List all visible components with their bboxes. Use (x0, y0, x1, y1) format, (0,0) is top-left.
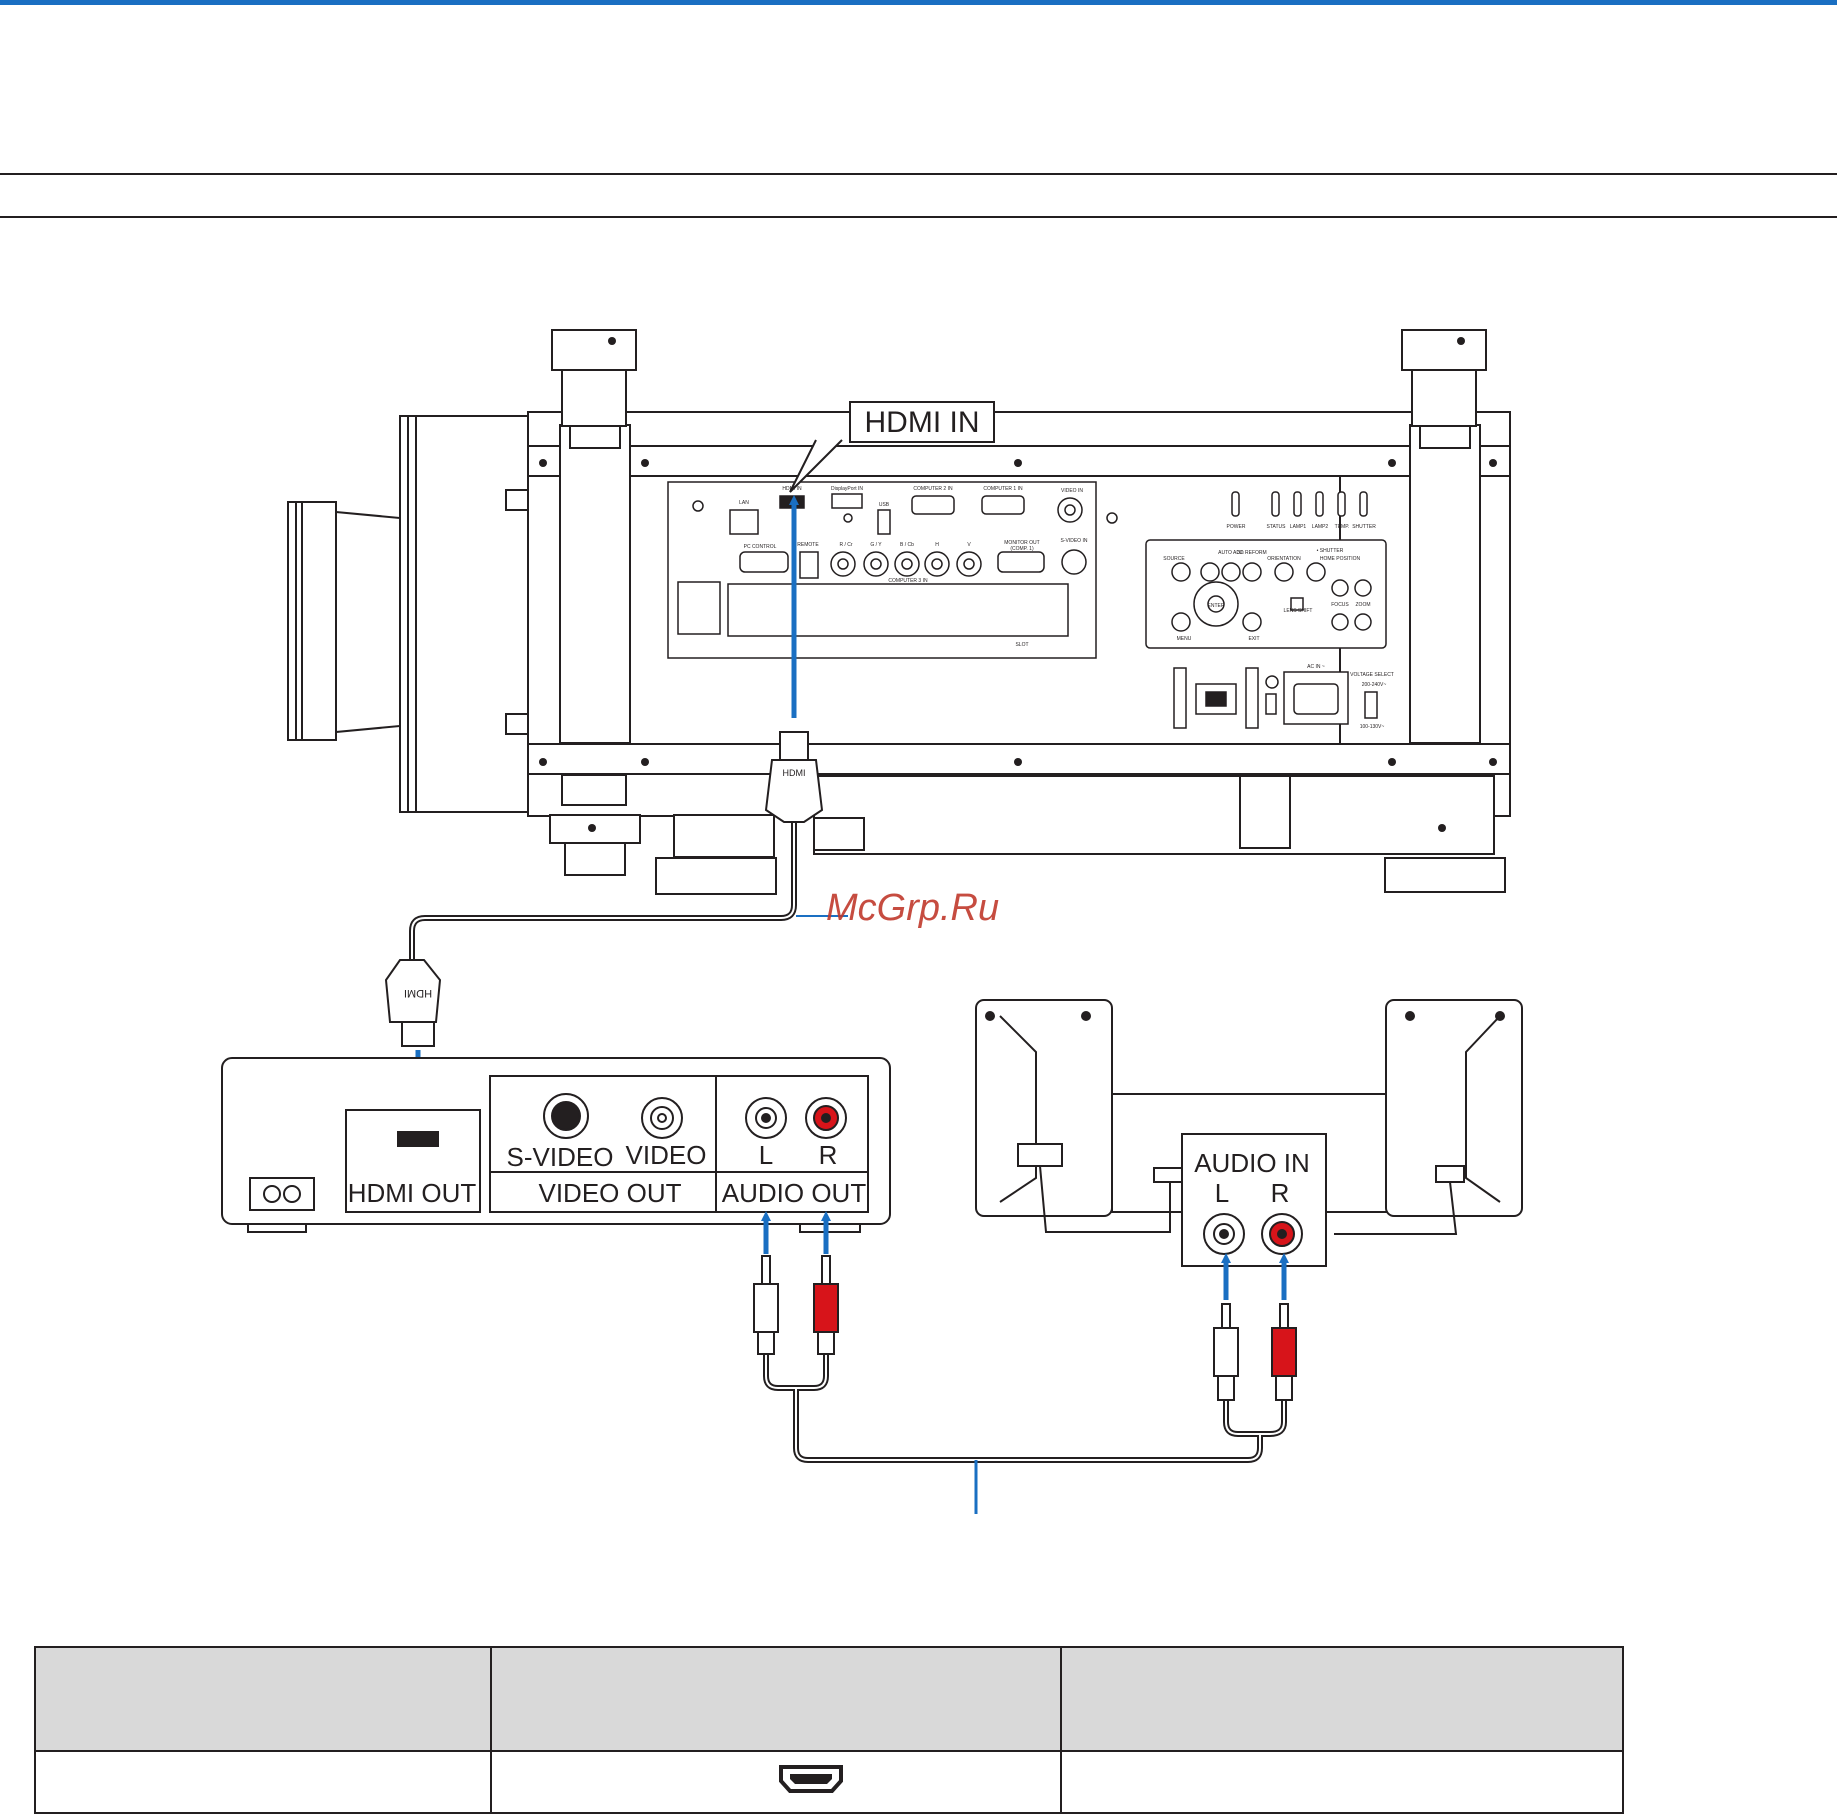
panel-label-focus: FOCUS (1331, 602, 1349, 608)
panel-label-menu: MENU (1177, 636, 1192, 642)
panel-label-computer1-in: COMPUTER 1 IN (983, 486, 1023, 492)
source-device (221, 1057, 891, 1233)
audio-out-label: AUDIO OUT (722, 1178, 867, 1208)
panel-label-zoom: ZOOM (1356, 602, 1371, 608)
panel-label-hdmi-in: HDMI IN (782, 486, 802, 492)
audio-in-label: AUDIO IN (1194, 1148, 1310, 1178)
panel-label-v-200: 200-240V~ (1362, 682, 1387, 688)
top-accent-bar (0, 0, 1837, 5)
table-header-row (34, 1646, 1624, 1752)
panel-label-lamp2: LAMP2 (1312, 524, 1329, 530)
panel-label-s-video-in: S-VIDEO IN (1061, 538, 1088, 544)
projector-lens (287, 415, 531, 813)
panel-label-b-cb: B / Cb (900, 542, 914, 548)
panel-label-ac-in: AC IN ~ (1307, 664, 1325, 670)
top-left-foot (551, 329, 637, 449)
panel-label-shutter-home: • SHUTTER (1317, 548, 1344, 554)
audio-in-l-label: L (1215, 1178, 1229, 1208)
watermark-text: McGrp.Ru (826, 887, 999, 929)
panel-label-source: SOURCE (1163, 556, 1185, 562)
table-row (34, 1750, 1624, 1814)
panel-label-remote: REMOTE (797, 542, 819, 548)
panel-label-voltage-select: VOLTAGE SELECT (1350, 672, 1394, 678)
top-right-foot (1401, 329, 1487, 449)
panel-label-g-y: G / Y (870, 542, 882, 548)
hdmi-in-callout: HDMI IN (789, 401, 995, 493)
audio-out-r-label: R (819, 1140, 838, 1170)
divider-rule-bottom (0, 216, 1837, 218)
table-header-cell-1 (34, 1646, 492, 1752)
audio-in-r-label: R (1271, 1178, 1290, 1208)
panel-label-monitor-out: MONITOR OUT (1004, 540, 1039, 546)
hdmi-out-label: HDMI OUT (348, 1178, 477, 1208)
panel-label-computer2-in: COMPUTER 2 IN (913, 486, 953, 492)
divider-rule-top (0, 173, 1837, 175)
control-panel (1145, 491, 1387, 729)
panel-label-lens-shift: LENS SHIFT (1284, 608, 1313, 614)
s-video-label: S-VIDEO (507, 1142, 614, 1172)
panel-label-r-cr: R / Cr (839, 542, 852, 548)
video-label: VIDEO (626, 1140, 707, 1170)
hdmi-port-icon (779, 1765, 843, 1793)
table-header-cell-2 (490, 1646, 1062, 1752)
hdmi-plug-top-label: HDMI (783, 768, 806, 778)
audio-cable (753, 1255, 1297, 1463)
panel-label-enter: ENTER (1208, 603, 1225, 609)
panel-label-slot: SLOT (1015, 642, 1028, 648)
panel-label-orientation: ORIENTATION (1267, 556, 1301, 562)
panel-label-displayport-in: DisplayPort IN (831, 486, 863, 492)
panel-label-usb: USB (879, 502, 890, 508)
panel-label-h: H (935, 542, 939, 548)
table-cell-3 (1060, 1750, 1624, 1814)
video-out-label: VIDEO OUT (538, 1178, 681, 1208)
panel-label-video-in: VIDEO IN (1061, 488, 1083, 494)
hdmi-in-callout-label: HDMI IN (865, 406, 980, 439)
hdmi-cable: HDMI HDMI (384, 731, 824, 1047)
table-cell-2 (490, 1750, 1062, 1814)
panel-label-auto-adj: AUTO ADJ. (1218, 550, 1244, 556)
hdmi-plug-bottom-label: HDMI (404, 987, 432, 999)
connection-table (34, 1646, 1624, 1814)
panel-label-temp: TEMP. (1335, 524, 1350, 530)
panel-label-exit: EXIT (1248, 636, 1259, 642)
panel-label-v-100: 100-130V~ (1360, 724, 1385, 730)
panel-label-lamp1: LAMP1 (1290, 524, 1307, 530)
panel-label-lan: LAN (739, 500, 749, 506)
panel-label-power: POWER (1227, 524, 1246, 530)
panel-label-pc-control: PC CONTROL (744, 544, 777, 550)
panel-label-reform-3d: 3D REFORM (1237, 550, 1266, 556)
panel-label-home-position: HOME POSITION (1320, 556, 1361, 562)
table-cell-1 (34, 1750, 492, 1814)
connection-diagram: HDMI IN HDMI HDMI McGrp.Ru HDMI OUT S-VI (221, 329, 1523, 1514)
panel-label-monitor-out-sub: (COMP. 1) (1010, 546, 1034, 552)
panel-label-v: V (967, 542, 971, 548)
connector-panel (667, 481, 1118, 659)
table-header-cell-3 (1060, 1646, 1624, 1752)
panel-label-computer3-in: COMPUTER 3 IN (888, 578, 928, 584)
source-hdmi-out-port (397, 1131, 439, 1147)
panel-label-shutter: SHUTTER (1352, 524, 1376, 530)
audio-out-l-label: L (759, 1140, 773, 1170)
panel-label-status: STATUS (1267, 524, 1287, 530)
powered-speakers (975, 999, 1523, 1267)
indicator-lamps (1231, 491, 1368, 517)
